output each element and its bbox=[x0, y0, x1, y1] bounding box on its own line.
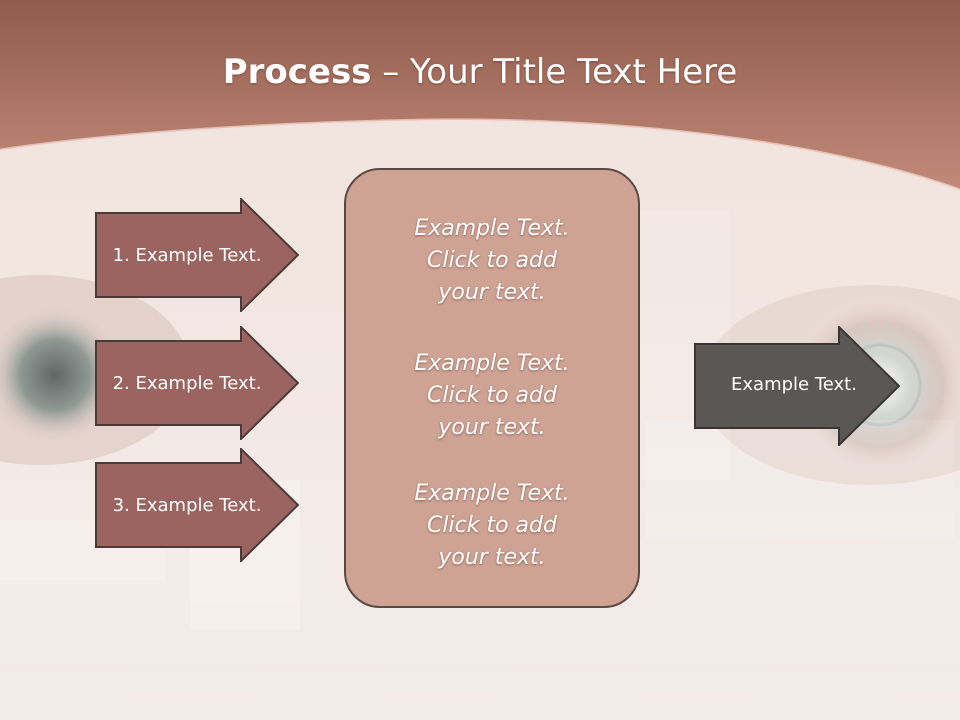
center-text-line: Example Text. bbox=[414, 481, 570, 506]
step-arrow-1-label: 1. Example Text. bbox=[112, 244, 262, 266]
step-arrow-3[interactable]: 3. Example Text. bbox=[95, 448, 299, 562]
center-text-line: Example Text. bbox=[414, 351, 570, 376]
step-arrow-2[interactable]: 2. Example Text. bbox=[95, 326, 299, 440]
title-rest: – Your Title Text Here bbox=[371, 52, 738, 92]
slide-title[interactable]: Process – Your Title Text Here bbox=[0, 52, 960, 92]
arrow-right-shape bbox=[95, 448, 299, 562]
title-bold: Process bbox=[222, 52, 372, 92]
center-text-line: your text. bbox=[438, 545, 546, 570]
result-arrow[interactable]: Example Text. bbox=[694, 326, 900, 446]
result-arrow-label: Example Text. bbox=[731, 373, 857, 395]
center-text-block-1[interactable]: Example Text. Click to add your text. bbox=[344, 213, 640, 309]
step-arrow-2-label: 2. Example Text. bbox=[112, 372, 262, 394]
center-text-line: Click to add bbox=[427, 383, 557, 408]
center-text-line: your text. bbox=[438, 415, 546, 440]
arrow-right-shape bbox=[95, 326, 299, 440]
center-text-line: Example Text. bbox=[414, 216, 570, 241]
arrow-right-shape bbox=[95, 198, 299, 312]
center-text-block-3[interactable]: Example Text. Click to add your text. bbox=[344, 478, 640, 574]
center-text-box[interactable] bbox=[344, 168, 640, 608]
step-arrow-3-label: 3. Example Text. bbox=[112, 494, 262, 516]
step-arrow-1[interactable]: 1. Example Text. bbox=[95, 198, 299, 312]
arrow-right-shape bbox=[694, 326, 900, 446]
center-text-line: your text. bbox=[438, 280, 546, 305]
center-text-block-2[interactable]: Example Text. Click to add your text. bbox=[344, 348, 640, 444]
center-text-line: Click to add bbox=[427, 248, 557, 273]
center-text-line: Click to add bbox=[427, 513, 557, 538]
